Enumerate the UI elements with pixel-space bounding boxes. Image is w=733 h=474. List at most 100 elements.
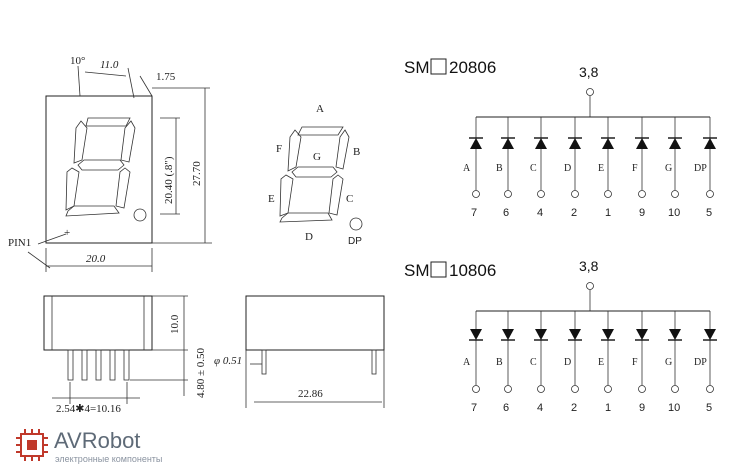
c2-seg-g: G	[665, 357, 672, 368]
c2-pin-6: 10	[668, 402, 680, 414]
circuit2-model-box	[430, 261, 447, 278]
circuit1-model: SM	[404, 58, 430, 77]
pin1-plus-mark: +	[64, 227, 70, 239]
c1-seg-dp: DP	[694, 163, 707, 174]
diode-symbol	[502, 138, 514, 149]
pin1-label: PIN1	[8, 237, 31, 249]
dim-total-height: 27.70	[191, 161, 203, 186]
segment-dp-circle	[349, 217, 363, 231]
segment-a	[297, 126, 344, 136]
seg-label-g: G	[313, 151, 321, 163]
diode-symbol	[569, 329, 581, 340]
c2-pin-2: 4	[537, 402, 543, 414]
side-dim-height: 10.0	[169, 314, 181, 334]
watermark: AVRobot электронные компоненты	[10, 424, 210, 466]
seg-label-a: A	[316, 103, 324, 115]
pin-terminal	[571, 190, 579, 198]
c2-pin-4: 1	[605, 402, 611, 414]
diode-symbol	[602, 329, 614, 340]
segment-e	[279, 174, 294, 217]
seg-label-dp: DP	[348, 236, 362, 247]
front-digit-outline	[65, 117, 136, 217]
c1-pin-4: 1	[605, 207, 611, 219]
pin-terminal	[638, 385, 646, 393]
pin-terminal	[604, 190, 612, 198]
c2-pin-1: 6	[503, 402, 509, 414]
c1-pin-7: 5	[706, 207, 712, 219]
diode-symbol	[502, 329, 514, 340]
segment-diagram: A B C D E F G DP	[268, 103, 363, 247]
seg-label-b: B	[353, 146, 360, 158]
pin1-leader	[37, 233, 67, 245]
diode-symbol	[636, 138, 648, 149]
end-dim-pin-dia: φ 0.51	[214, 355, 242, 367]
c1-pin-5: 9	[639, 207, 645, 219]
c1-pin-0: 7	[471, 207, 477, 219]
end-pin-right	[371, 349, 377, 375]
segment-f	[287, 129, 302, 172]
end-body	[245, 295, 385, 351]
c2-pin-7: 5	[706, 402, 712, 414]
display-body-outline	[45, 95, 153, 244]
pin-terminal	[571, 385, 579, 393]
seg-label-c: C	[346, 193, 353, 205]
dim-slant-left-ext	[77, 65, 81, 97]
diode-symbol	[535, 329, 547, 340]
diode-symbol	[470, 138, 482, 149]
c2-seg-e: E	[598, 357, 604, 368]
circuit2-common-pins: 3,8	[579, 258, 599, 274]
c2-seg-f: F	[632, 357, 638, 368]
pin-terminal	[706, 385, 714, 393]
c2-seg-c: C	[530, 357, 537, 368]
c1-seg-d: D	[564, 163, 571, 174]
pin-terminal	[706, 190, 714, 198]
circuit1-model-number: 20806	[449, 58, 496, 77]
side-pins	[67, 349, 130, 381]
dim-width: 20.0	[86, 253, 106, 265]
c2-pin-3: 2	[571, 402, 577, 414]
circuit2-model-number: 10806	[449, 261, 496, 280]
pin-terminal	[604, 385, 612, 393]
seg-label-f: F	[276, 143, 282, 155]
pin-terminal	[537, 385, 545, 393]
segment-b	[335, 129, 350, 170]
end-view: 22.86 φ 0.51	[214, 295, 385, 408]
dim-right-ext	[139, 75, 153, 97]
watermark-brand: AVRobot	[54, 428, 140, 453]
circuit-common-anode: SM 20806 3,8 A B C D E F G DP 7 6 4 2 1 …	[404, 58, 717, 219]
side-view: 10.0 4.80 ± 0.50 2.54✱4=10.16	[43, 295, 207, 415]
c1-pin-2: 4	[537, 207, 543, 219]
dim-top: 11.0	[100, 59, 119, 71]
circuit1-model-box	[430, 58, 447, 75]
pin-terminal	[638, 190, 646, 198]
circuit2-model: SM	[404, 261, 430, 280]
side-body	[43, 295, 153, 351]
segment-d	[279, 212, 333, 223]
diode-symbol	[569, 138, 581, 149]
circuit2-body	[469, 282, 717, 393]
c1-seg-e: E	[598, 163, 604, 174]
c2-seg-d: D	[564, 357, 571, 368]
c1-pin-6: 10	[668, 207, 680, 219]
diode-symbol	[669, 138, 681, 149]
circuit1-common-pins: 3,8	[579, 64, 599, 80]
pin-terminal	[504, 190, 512, 198]
circuit1-labels: A B C D E F G DP 7 6 4 2 1 9 10 5	[463, 163, 712, 219]
dim-slant-right-ext	[127, 67, 135, 99]
side-dim-pin-length: 4.80 ± 0.50	[195, 347, 207, 398]
pin-terminal	[671, 190, 679, 198]
diode-symbol	[602, 138, 614, 149]
pin-terminal	[671, 385, 679, 393]
c1-pin-1: 6	[503, 207, 509, 219]
watermark-tagline: электронные компоненты	[55, 454, 162, 464]
pin-terminal	[472, 385, 480, 393]
c1-seg-c: C	[530, 163, 537, 174]
dim-right-offset: 1.75	[156, 71, 176, 83]
dim-top-line	[84, 71, 127, 77]
c1-seg-f: F	[632, 163, 638, 174]
dim-angle: 10°	[70, 55, 85, 67]
pin-terminal	[537, 190, 545, 198]
circuit1-body	[469, 88, 717, 198]
